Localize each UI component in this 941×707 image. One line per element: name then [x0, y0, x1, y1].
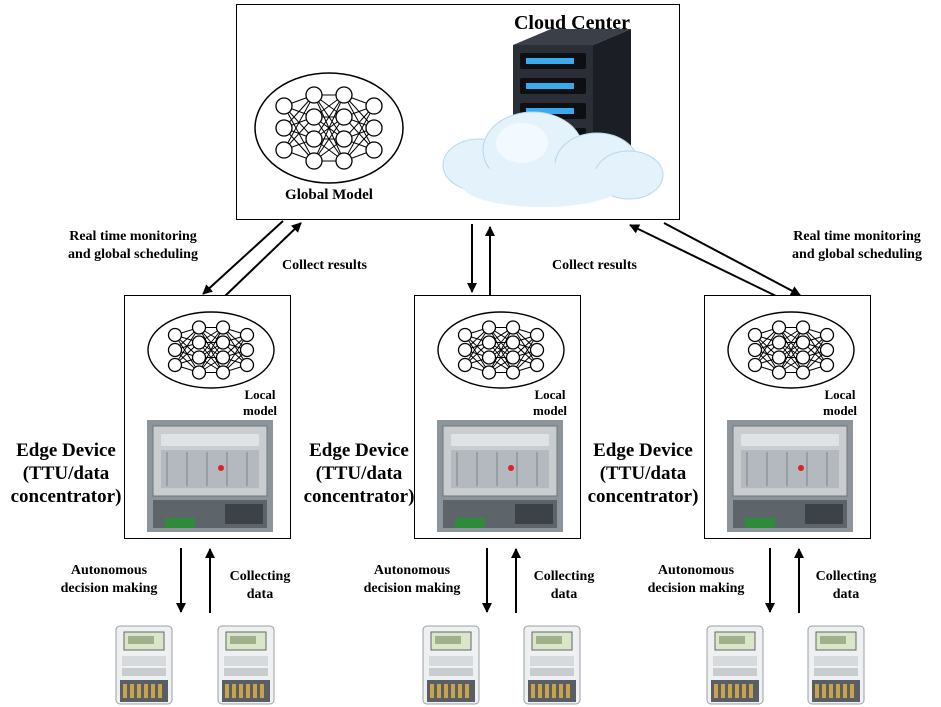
cloud-center-title: Cloud Center	[513, 12, 631, 34]
cloud-center-graphics	[254, 29, 664, 207]
collecting-label-3: Collecting data	[815, 569, 877, 602]
arrow-edge3-to-cloud	[629, 224, 777, 297]
smart-meter-icon	[422, 625, 480, 705]
arrow-edge1-to-cloud	[224, 222, 302, 297]
collect-results-label-center: Collect results	[552, 258, 637, 273]
arrow-cloud-to-edge3	[663, 222, 801, 296]
collect-results-label-left: Collect results	[282, 258, 367, 273]
autonomous-label-2: Autonomous decision making	[363, 563, 461, 596]
global-model-label: Global Model	[285, 187, 373, 203]
smart-meter-icon	[706, 625, 764, 705]
edge-graphics-3	[727, 311, 855, 532]
global-model-network-icon	[254, 72, 404, 184]
edge-box-3: Local model	[704, 295, 871, 539]
edge-device-label-3: Edge Device (TTU/data concentrator)	[587, 440, 699, 507]
collecting-label-2: Collecting data	[533, 569, 595, 602]
ttu-device-icon	[147, 420, 273, 532]
collecting-label-1: Collecting data	[229, 569, 291, 602]
monitoring-label-right: Real time monitoring and global scheduli…	[792, 229, 922, 262]
local-model-network-icon	[727, 311, 855, 389]
local-model-label: Local model	[243, 387, 277, 419]
local-model-network-icon	[147, 311, 275, 389]
edge-box-1: Local model	[124, 295, 291, 539]
local-model-network-icon	[437, 311, 565, 389]
ttu-device-icon	[727, 420, 853, 532]
smart-meter-icon	[217, 625, 275, 705]
autonomous-label-3: Autonomous decision making	[647, 563, 745, 596]
smart-meter-icon	[523, 625, 581, 705]
arrow-cloud-to-edge1	[202, 220, 284, 295]
edge-box-2: Local model	[414, 295, 581, 539]
edge-graphics-2	[437, 311, 565, 532]
edge-device-label-2: Edge Device (TTU/data concentrator)	[303, 440, 415, 507]
smart-meter-icon	[115, 625, 173, 705]
ttu-device-icon	[437, 420, 563, 532]
local-model-label: Local model	[533, 387, 567, 419]
autonomous-label-1: Autonomous decision making	[60, 563, 158, 596]
monitoring-label-left: Real time monitoring and global scheduli…	[68, 229, 198, 262]
cloud-center-box: Cloud Center Global Model	[236, 4, 680, 220]
edge-graphics-1	[147, 311, 275, 532]
edge-device-label-1: Edge Device (TTU/data concentrator)	[10, 440, 122, 507]
smart-meter-icon	[807, 625, 865, 705]
cloud-icon	[442, 111, 664, 207]
local-model-label: Local model	[823, 387, 857, 419]
